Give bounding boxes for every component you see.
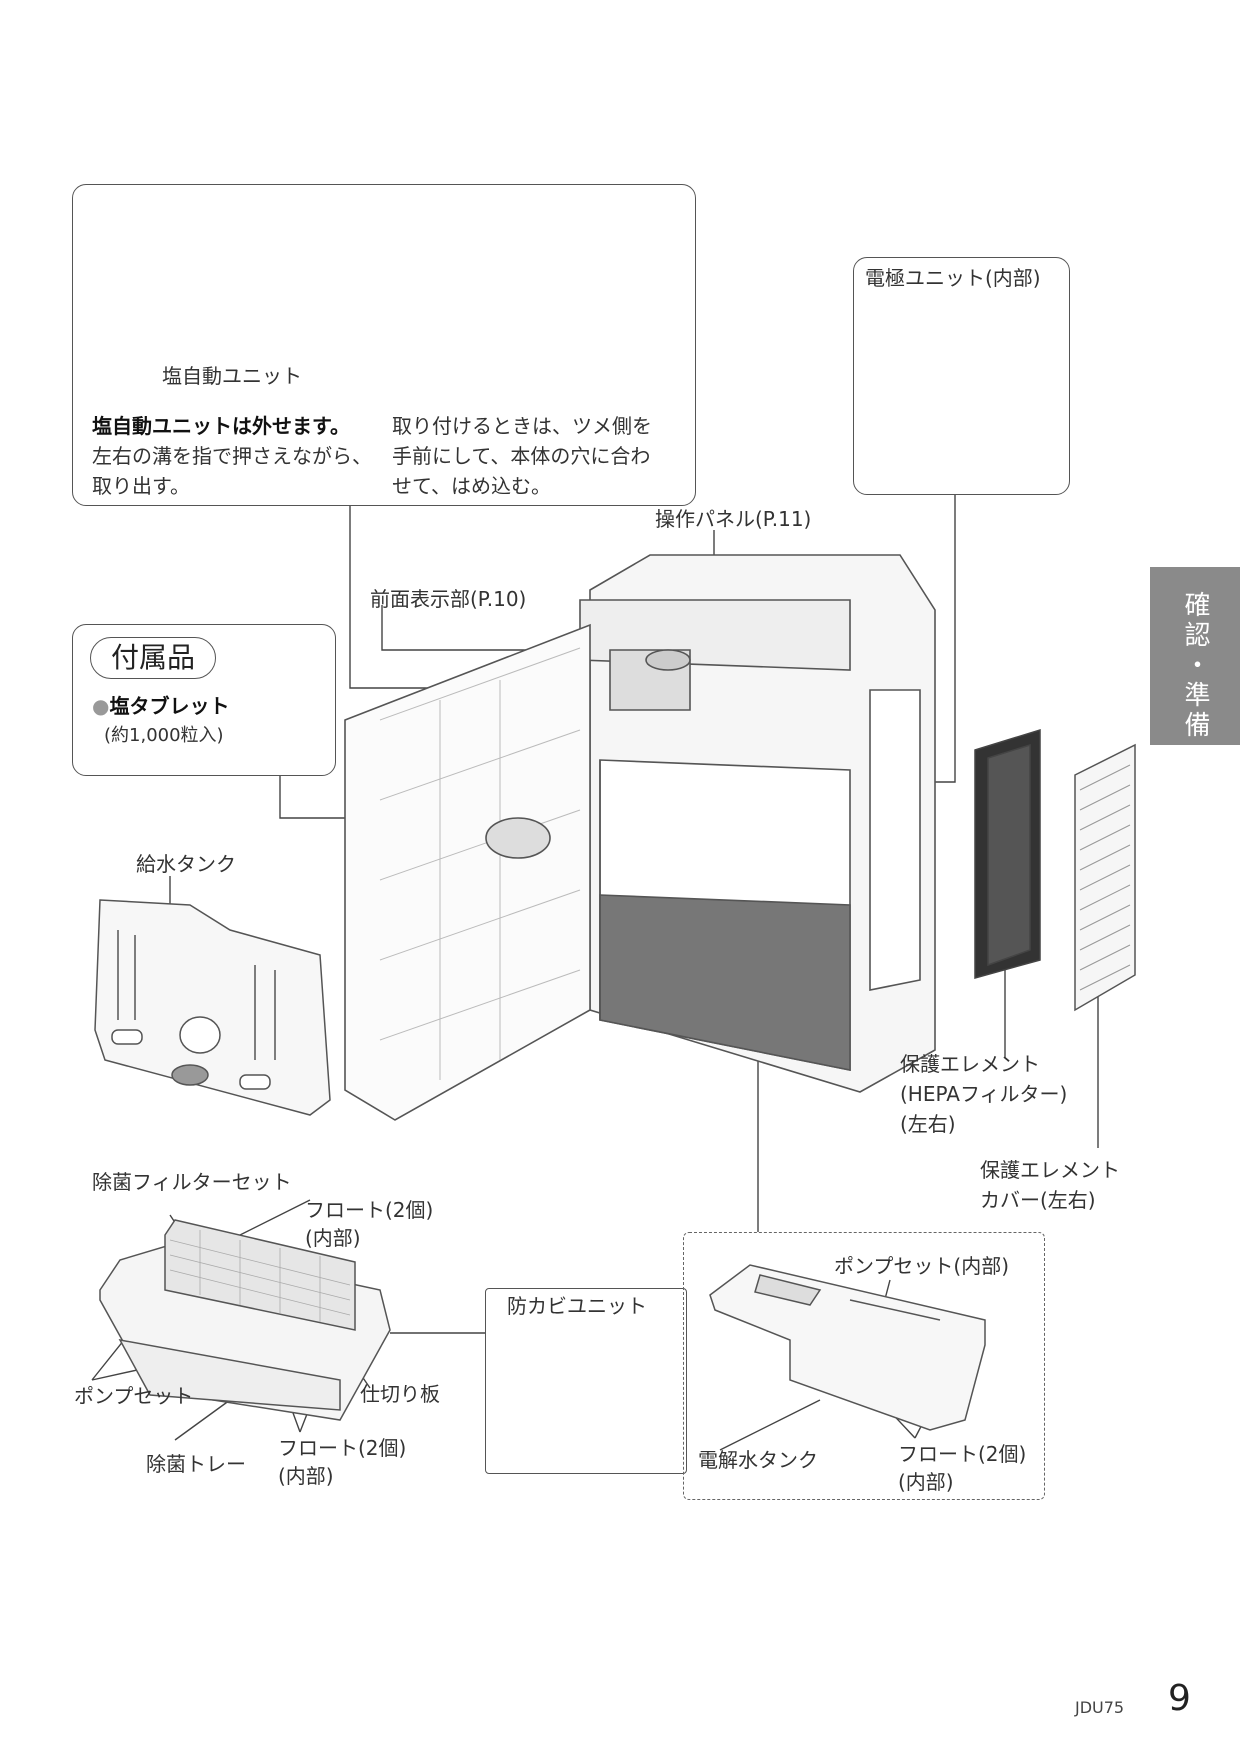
main-unit-drawing xyxy=(344,554,936,1121)
section-side-tab: 確認・準備 xyxy=(1150,567,1240,745)
pump-set-left-label: ポンプセット xyxy=(74,1384,194,1408)
salt-unit-caption: 塩自動ユニット xyxy=(162,364,302,388)
float-top-label-2: (内部) xyxy=(305,1226,361,1250)
pump-set-inner-label: ポンプセット(内部) xyxy=(834,1254,1010,1278)
float-bottom-label-2: (内部) xyxy=(278,1464,334,1488)
page-number: 9 xyxy=(1168,1678,1191,1719)
salt-unit-right-line3: せて、はめ込む。 xyxy=(392,474,551,498)
float-top-label-1: フロート(2個) xyxy=(305,1198,434,1222)
partition-label: 仕切り板 xyxy=(360,1382,440,1406)
side-tab-text: 確認・準備 xyxy=(1180,591,1210,741)
operation-panel-label: 操作パネル(P.11) xyxy=(655,507,812,531)
accessory-item-line: ●塩タブレット xyxy=(92,692,229,720)
sterile-filter-set-label: 除菌フィルターセット xyxy=(92,1170,292,1194)
salt-unit-right-line1: 取り付けるときは、ツメ側を xyxy=(392,414,652,438)
float-bottom-label-1: フロート(2個) xyxy=(278,1436,407,1460)
accessory-pill: 付属品 xyxy=(90,637,217,679)
protect-cover-drawing xyxy=(1074,743,1136,1012)
bullet-icon: ● xyxy=(92,694,110,718)
electrolyzed-tank-label: 電解水タンク xyxy=(698,1448,818,1472)
protect-cover-label-1: 保護エレメント xyxy=(980,1158,1120,1182)
water-tank-drawing xyxy=(94,899,331,1116)
mold-unit-label: 防カビユニット xyxy=(507,1294,647,1318)
protect-element-label-2: (HEPAフィルター) xyxy=(900,1082,1068,1106)
float-right-label-1: フロート(2個) xyxy=(898,1442,1027,1466)
protect-element-label-1: 保護エレメント xyxy=(900,1052,1040,1076)
front-display-label: 前面表示部(P.10) xyxy=(370,587,527,611)
electrode-unit-callout xyxy=(853,257,1070,495)
leader-electrolyzed xyxy=(719,1399,821,1451)
leader-float-top xyxy=(229,1199,311,1241)
salt-unit-right-line2: 手前にして、本体の穴に合わ xyxy=(392,444,651,468)
protect-element-label-3: (左右) xyxy=(900,1112,956,1136)
mold-unit-callout xyxy=(485,1288,687,1474)
salt-unit-heading: 塩自動ユニットは外せます。 xyxy=(92,414,350,438)
sterile-filter-set-drawing xyxy=(99,1219,391,1421)
salt-unit-left-line3: 取り出す。 xyxy=(92,474,190,498)
pump-set-callout xyxy=(683,1232,1045,1500)
salt-tablet-label: 塩タブレット xyxy=(109,694,230,718)
water-tank-label: 給水タンク xyxy=(136,852,236,876)
salt-unit-callout xyxy=(72,184,696,506)
footer-model: JDU75 xyxy=(1075,1698,1125,1717)
float-right-label-2: (内部) xyxy=(898,1470,954,1494)
sterile-tray-label: 除菌トレー xyxy=(146,1452,246,1476)
leader-sterile-tray xyxy=(174,1399,231,1441)
protect-cover-label-2: カバー(左右) xyxy=(980,1188,1096,1212)
salt-unit-left-line2: 左右の溝を指で押さえながら、 xyxy=(92,444,372,468)
salt-tablet-note: (約1,000粒入) xyxy=(104,725,224,746)
hepa-filter-drawing xyxy=(974,728,1041,979)
electrode-unit-title: 電極ユニット(内部) xyxy=(865,266,1041,290)
pump-set-drawing xyxy=(709,1264,986,1431)
